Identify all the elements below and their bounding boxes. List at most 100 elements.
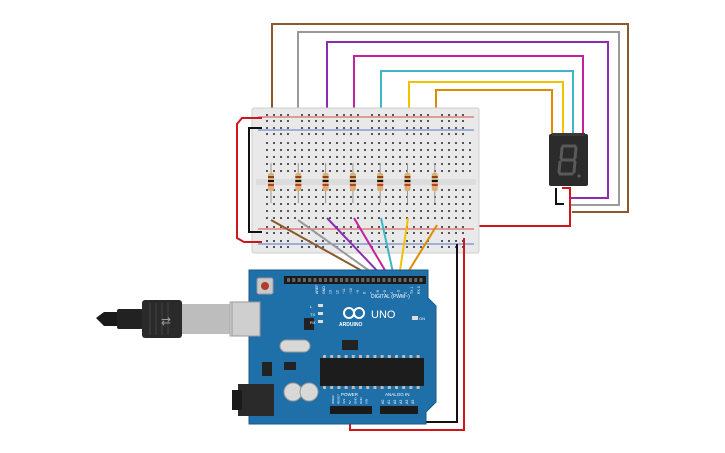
arduino-model: UNO [371, 309, 396, 321]
resistor [295, 163, 302, 203]
header-pin[interactable] [393, 278, 396, 282]
wire-cyan-top [380, 70, 574, 136]
header-pin[interactable] [318, 278, 322, 282]
pin-label: TX 1 [410, 287, 414, 294]
pin-label: RX 0 [417, 286, 421, 294]
pin-label: A1 [387, 400, 391, 404]
header-pin[interactable] [377, 278, 381, 282]
header-pin[interactable] [340, 278, 343, 282]
header-pin[interactable] [398, 278, 402, 282]
power-header-label: POWER [341, 392, 359, 397]
pin-label: 7 [369, 292, 373, 294]
breadboard-holes [266, 114, 471, 248]
pin-label: VIN [365, 399, 369, 404]
wire-red-display [470, 187, 571, 227]
display-wires [271, 23, 629, 227]
breadboard [251, 107, 480, 254]
pin-label: ~10 [349, 288, 353, 294]
wire-black-rail [248, 127, 262, 233]
resistor [431, 163, 438, 203]
pin-label: ~9 [356, 290, 360, 294]
pin-label: 12 [335, 290, 339, 294]
usb-symbol-icon: ⇄ [161, 314, 171, 328]
wire-brown-top [271, 23, 629, 213]
analog-header-label: ANALOG IN [385, 392, 410, 397]
arduino-brand: ARDUINO [339, 322, 362, 328]
wire-black-display [555, 188, 564, 205]
header-pin[interactable] [324, 278, 328, 282]
resistor [404, 163, 411, 203]
header-pin[interactable] [345, 278, 349, 282]
wire-magenta-bottom [353, 217, 390, 278]
wire-yellow-bottom [398, 217, 409, 278]
pin-label: A3 [399, 400, 403, 404]
header-pin[interactable] [366, 278, 370, 282]
pin-label: ~3 [397, 290, 401, 294]
wire-yellow-top [408, 81, 564, 136]
wire-purple-top [326, 41, 609, 199]
pin-label: ~11 [342, 288, 346, 294]
pin-label: GND [359, 397, 363, 405]
header-pin[interactable] [334, 278, 338, 282]
pin-label: 3V3 [342, 398, 346, 404]
wire-red-rail [236, 117, 262, 243]
led-label: L [310, 304, 313, 309]
header-pin[interactable] [329, 278, 333, 282]
header-pin[interactable] [419, 278, 423, 282]
digital-header [284, 276, 426, 284]
wire-brown-bottom [270, 219, 374, 278]
wire-magenta-top [353, 55, 584, 136]
analog-header [380, 406, 418, 414]
wire-purple-bottom [326, 217, 384, 278]
header-pin[interactable] [387, 278, 391, 282]
on-label: ON [419, 316, 425, 321]
wire-cyan-bottom [380, 217, 395, 278]
pin-label: GND [353, 397, 357, 405]
pin-label: A5 [411, 400, 415, 404]
header-pin[interactable] [292, 278, 296, 282]
pin-label: ~5 [383, 290, 387, 294]
header-pin[interactable] [382, 278, 386, 282]
header-pin[interactable] [414, 278, 418, 282]
pin-label: GND [322, 286, 326, 294]
resistor-row [268, 163, 438, 203]
header-pin[interactable] [308, 278, 312, 282]
header-pin[interactable] [297, 278, 301, 282]
wire-gray-top [297, 31, 620, 206]
resistor [268, 163, 274, 203]
arduino-logo [343, 307, 365, 319]
header-pin[interactable] [313, 278, 317, 282]
resistor [377, 163, 384, 203]
pin-label: 8 [363, 292, 367, 294]
pin-label: A2 [393, 400, 397, 404]
header-pin[interactable] [302, 278, 306, 282]
pin-label: 2 [403, 292, 407, 294]
pin-label: ~6 [376, 290, 380, 294]
pin-label: IOREF [331, 395, 335, 404]
resistor [349, 163, 356, 203]
header-pin[interactable] [350, 278, 354, 282]
header-pin[interactable] [287, 278, 290, 282]
power-jack [238, 384, 274, 416]
segments [557, 144, 578, 176]
header-pin[interactable] [408, 278, 412, 282]
power-header [330, 406, 372, 414]
header-pin[interactable] [355, 278, 359, 282]
pin-label: 5V [348, 400, 352, 404]
pin-label: RESET [337, 394, 341, 404]
header-pin[interactable] [361, 278, 365, 282]
seven-segment-display: 8 [549, 133, 588, 186]
pin-label: 13 [329, 290, 333, 294]
led-label: RX [310, 320, 316, 325]
atmega-chip [320, 358, 424, 386]
header-pin[interactable] [403, 278, 407, 282]
led-label: TX [310, 312, 315, 317]
pin-label: AREF [315, 285, 319, 294]
digital-header-label: DIGITAL (PWM~) [371, 294, 410, 300]
pin-label: A0 [381, 400, 385, 404]
rail-jumpers [236, 117, 262, 243]
wire-orange-bottom [404, 224, 438, 278]
wire-gray-bottom [297, 219, 379, 278]
header-pin[interactable] [371, 278, 375, 282]
